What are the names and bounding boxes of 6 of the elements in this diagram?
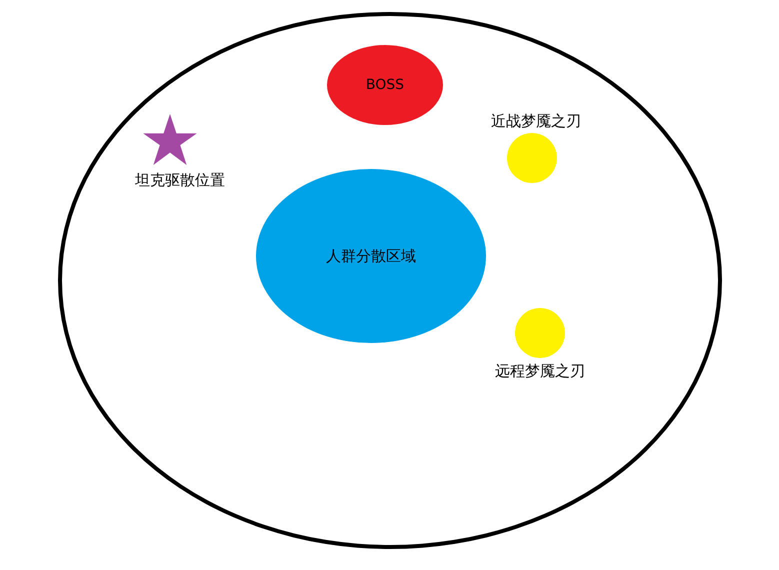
area-label: BOSS bbox=[366, 76, 404, 94]
area-label: 人群分散区域 bbox=[326, 247, 416, 265]
position-label: 坦克驱散位置 bbox=[135, 171, 225, 189]
arena-outline bbox=[58, 12, 722, 549]
position-label: 远程梦魇之刃 bbox=[495, 362, 585, 380]
position-label: 近战梦魇之刃 bbox=[491, 112, 581, 130]
